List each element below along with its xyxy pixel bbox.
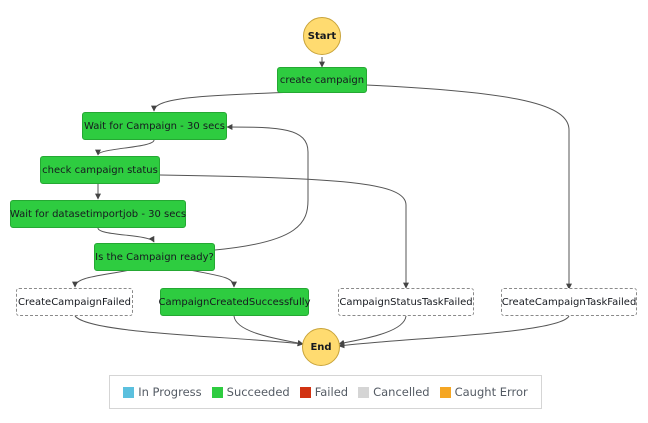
legend-failed: Failed <box>299 385 349 399</box>
legend-label-cancelled: Cancelled <box>373 385 430 399</box>
edge-ready-loop <box>214 124 309 251</box>
legend-caught-error: Caught Error <box>439 385 528 399</box>
end-node[interactable]: End <box>302 328 340 366</box>
legend-swatch-failed <box>299 386 311 398</box>
legend-label-in-progress: In Progress <box>138 385 202 399</box>
legend-label-succeeded: Succeeded <box>226 385 290 399</box>
legend-label-caught-error: Caught Error <box>454 385 528 399</box>
edge-ready-success <box>189 269 237 288</box>
create-campaign-failed-state[interactable]: CreateCampaignFailed <box>16 288 133 316</box>
edge-success-end <box>233 315 304 346</box>
wait-for-datasetimportjob-state[interactable]: Wait for datasetimportjob - 30 secs <box>10 200 186 228</box>
edge-create-wait <box>151 91 301 112</box>
edge-statusfailed-end <box>338 315 407 346</box>
create-campaign-task-failed-state[interactable]: CreateCampaignTaskFailed <box>501 288 637 316</box>
legend-swatch-caught-error <box>439 386 451 398</box>
start-node[interactable]: Start <box>303 17 341 55</box>
legend-swatch-succeeded <box>211 386 223 398</box>
status-legend: In Progress Succeeded Failed Cancelled C… <box>109 375 542 409</box>
legend-in-progress: In Progress <box>123 385 202 399</box>
is-campaign-ready-choice[interactable]: Is the Campaign ready? <box>94 243 215 271</box>
legend-swatch-cancelled <box>358 386 370 398</box>
legend-cancelled: Cancelled <box>358 385 430 399</box>
check-campaign-status-state[interactable]: check campaign status <box>40 156 160 184</box>
edge-taskfailed-end <box>338 315 570 349</box>
edge-check-statusfailed <box>159 174 409 289</box>
legend-swatch-in-progress <box>123 386 135 398</box>
campaign-created-successfully-state[interactable]: CampaignCreatedSuccessfully <box>159 288 310 316</box>
edge-createfailed-end <box>74 315 304 347</box>
edge-ready-createfailed <box>72 269 131 288</box>
legend-succeeded: Succeeded <box>211 385 290 399</box>
edge-waitimport-ready <box>97 227 155 243</box>
campaign-status-task-failed-state[interactable]: CampaignStatusTaskFailed <box>338 288 474 316</box>
wait-for-campaign-state[interactable]: Wait for Campaign - 30 secs <box>82 112 227 140</box>
legend-label-failed: Failed <box>314 385 349 399</box>
edge-create-taskfailed <box>365 84 572 290</box>
create-campaign-state[interactable]: create campaign <box>277 67 367 93</box>
edge-wait-check <box>95 139 155 156</box>
